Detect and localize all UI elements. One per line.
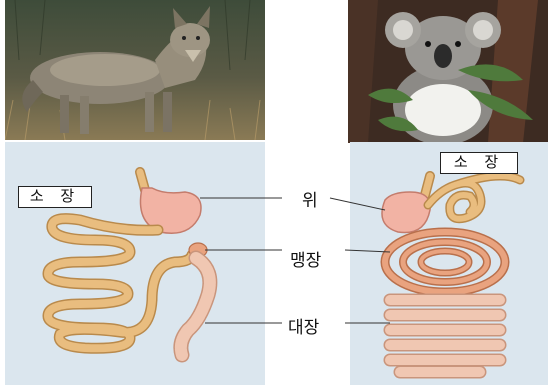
stomach-leader-right xyxy=(330,198,385,210)
cecum-leader-right xyxy=(345,250,390,252)
stomach-label: 위 xyxy=(302,186,318,211)
koala-small-intestine-label: 소 장 xyxy=(440,152,518,174)
koala-cecum-spiral xyxy=(385,232,505,292)
koala-large-intestine xyxy=(390,300,500,372)
coyote-small-intestine-label: 소 장 xyxy=(18,186,92,208)
large-intestine-label: 대장 xyxy=(288,313,319,338)
koala-stomach xyxy=(382,192,430,233)
cecum-label: 맹장 xyxy=(290,246,321,271)
